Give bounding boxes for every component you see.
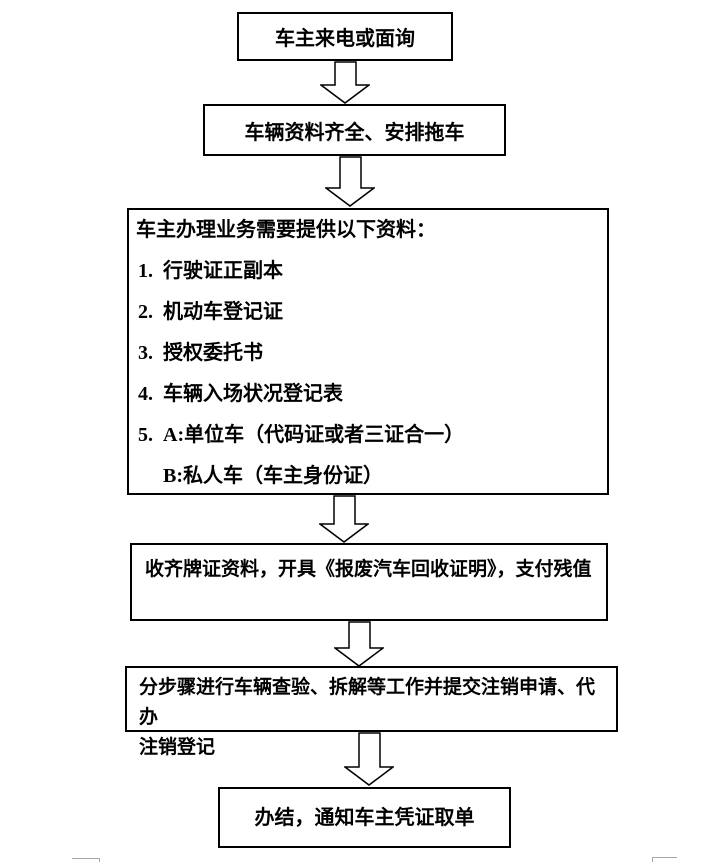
materials-item-3: 3. 授权委托书 <box>138 343 607 363</box>
flow-step-4-box: 收齐牌证资料，开具《报废汽车回收证明》，支付残值 <box>130 543 608 621</box>
item-prefix: A: <box>163 424 185 446</box>
materials-item-1: 1. 行驶证正副本 <box>138 261 607 281</box>
materials-item-2: 2. 机动车登记证 <box>138 302 607 322</box>
item-text: 私人车（车主身份证） <box>183 465 383 487</box>
materials-item-5b: B:私人车（车主身份证） <box>138 466 607 486</box>
down-arrow-icon <box>344 732 394 786</box>
flow-step-5-line-2: 注销登记 <box>139 737 216 758</box>
item-text: 机动车登记证 <box>163 301 283 323</box>
flow-step-2-box: 车辆资料齐全、安排拖车 <box>203 104 506 156</box>
flow-step-1-label: 车主来电或面询 <box>275 28 415 50</box>
item-number: 1. <box>138 260 153 282</box>
materials-title: 车主办理业务需要提供以下资料： <box>136 219 436 241</box>
down-arrow-icon <box>325 156 375 207</box>
item-text: 行驶证正副本 <box>163 260 283 282</box>
flow-step-6-box: 办结，通知车主凭证取单 <box>218 787 511 848</box>
down-arrow-icon <box>320 61 370 104</box>
item-number: 3. <box>138 342 153 364</box>
item-text: 车辆入场状况登记表 <box>163 383 343 405</box>
item-prefix: B: <box>163 465 183 487</box>
item-text: 授权委托书 <box>163 342 263 364</box>
flow-step-2-label: 车辆资料齐全、安排拖车 <box>244 121 465 144</box>
materials-item-5a: 5. A:单位车（代码证或者三证合一） <box>138 425 607 445</box>
flow-step-6-label: 办结，通知车主凭证取单 <box>254 807 475 829</box>
page-edge-artifact-right <box>652 857 677 862</box>
item-number: 2. <box>138 301 153 323</box>
flow-step-5-box: 分步骤进行车辆查验、拆解等工作并提交注销申请、代办 注销登记 <box>125 666 618 758</box>
down-arrow-icon <box>319 495 369 543</box>
item-text: 单位车（代码证或者三证合一） <box>184 424 465 446</box>
flow-step-1-box: 车主来电或面询 <box>237 12 453 61</box>
flow-step-3-materials-box: 车主办理业务需要提供以下资料： 1. 行驶证正副本 2. 机动车登记证 3. 授权委托… <box>127 208 609 495</box>
item-number: 4. <box>138 383 153 405</box>
flow-step-5-line-1: 分步骤进行车辆查验、拆解等工作并提交注销申请、代办 <box>139 677 596 728</box>
down-arrow-icon <box>334 621 384 667</box>
materials-item-4: 4. 车辆入场状况登记表 <box>138 384 607 404</box>
page-edge-artifact-left <box>72 858 100 862</box>
flow-step-4-label: 收齐牌证资料，开具《报废汽车回收证明》，支付残值 <box>145 559 592 580</box>
item-number: 5. <box>138 424 153 446</box>
